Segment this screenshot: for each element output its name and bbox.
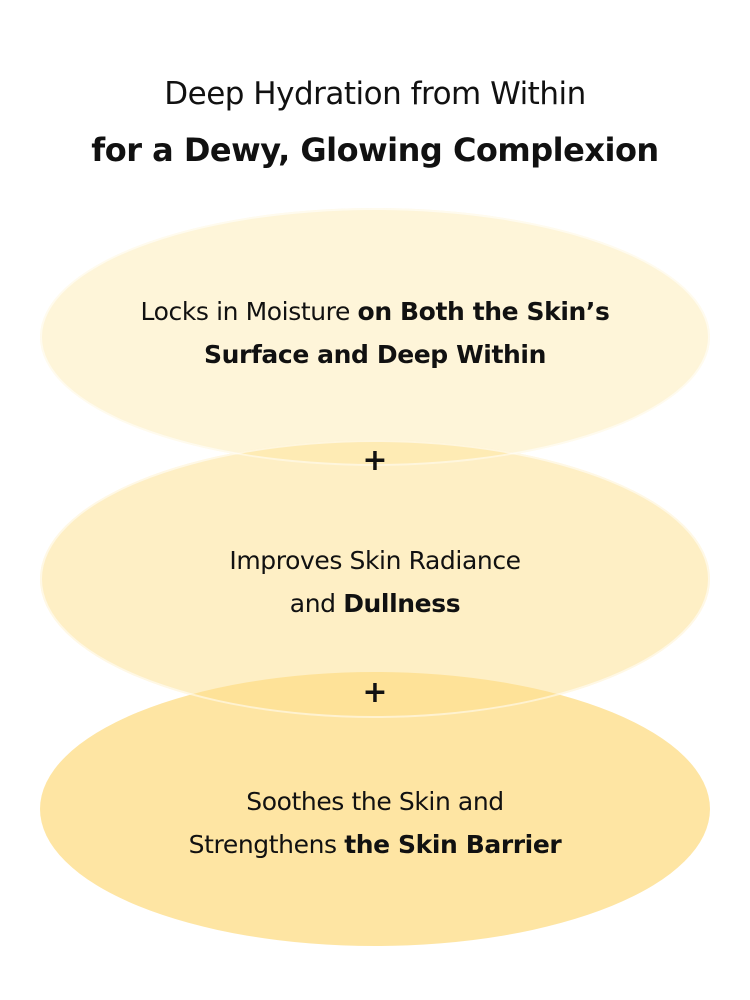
benefit-text-radiance: Improves Skin Radiance and Dullness [0,539,750,625]
benefit-ellipse-radiance [40,440,710,718]
benefit-text-bold: Surface and Deep Within [204,340,546,369]
benefit-text-regular: Strengthens [188,830,345,859]
headline-line-1: Deep Hydration from Within [164,76,586,112]
benefit-text-bold: the Skin Barrier [344,830,562,859]
benefit-text-barrier: Soothes the Skin and Strengthens the Ski… [0,780,750,866]
benefit-text-moisture: Locks in Moisture on Both the Skin’s Sur… [0,290,750,376]
benefit-ellipse-moisture [40,208,710,466]
headline-line-2: for a Dewy, Glowing Complexion [91,131,659,169]
benefit-text-bold: Dullness [343,589,461,618]
benefit-text-regular: Improves Skin Radiance [229,546,521,575]
benefit-text-bold: on Both the Skin’s [357,297,610,326]
benefit-text-regular: Locks in Moisture [140,297,358,326]
benefit-text-regular: Soothes the Skin and [246,787,504,816]
benefit-text-regular: and [289,589,344,618]
plus-icon: + [362,675,388,710]
plus-icon: + [362,443,388,478]
